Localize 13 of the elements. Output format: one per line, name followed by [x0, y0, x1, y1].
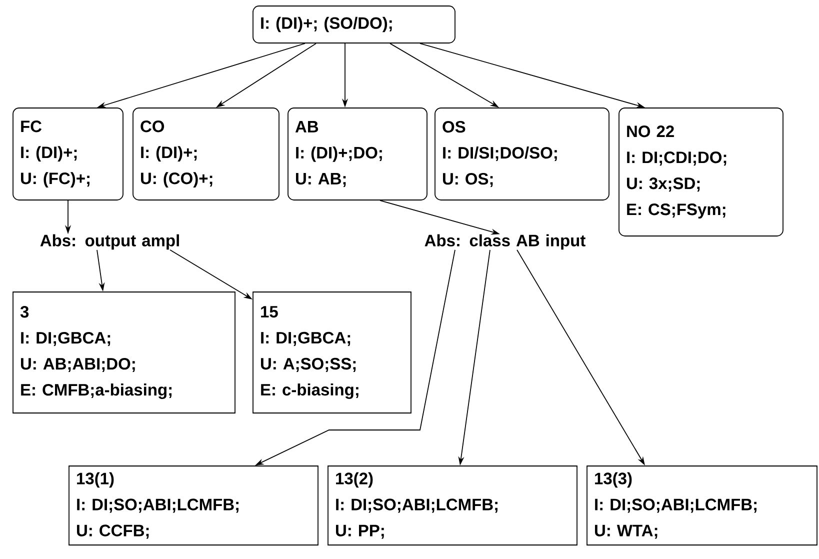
abstraction-label: Abs: output ampl: [40, 234, 179, 250]
rounded-box: CO I: (DI)+; U: (CO)+;: [132, 108, 280, 200]
text-box: 13(2) I: DI;SO;ABI;LCMFB; U: PP;: [328, 466, 578, 546]
text-box: 13(1) I: DI;SO;ABI;LCMFB; U: CCFB;: [68, 466, 318, 546]
text-box: 15 I: DI;GBCA; U: A;SO;SS; E: c-biasing;: [252, 292, 412, 414]
rounded-box: NO 22 I: DI;CDI;DO; U: 3x;SD; E: CS;FSym;: [618, 108, 784, 236]
rounded-box: I: (DI)+; (SO/DO);: [252, 6, 456, 44]
text-box: 3 I: DI;GBCA; U: AB;ABI;DO; E: CMFB;a-biasing;: [12, 292, 236, 414]
rounded-box: OS I: DI/SI;DO/SO; U: OS;: [434, 108, 610, 200]
abstraction-label: Abs: class AB input: [424, 234, 586, 250]
rounded-box: FC I: (DI)+; U: (FC)+;: [12, 108, 124, 200]
rounded-box: AB I: (DI)+;DO; U: AB;: [288, 108, 428, 200]
text-box: 13(3) I: DI;SO;ABI;LCMFB; U: WTA;: [586, 466, 818, 546]
